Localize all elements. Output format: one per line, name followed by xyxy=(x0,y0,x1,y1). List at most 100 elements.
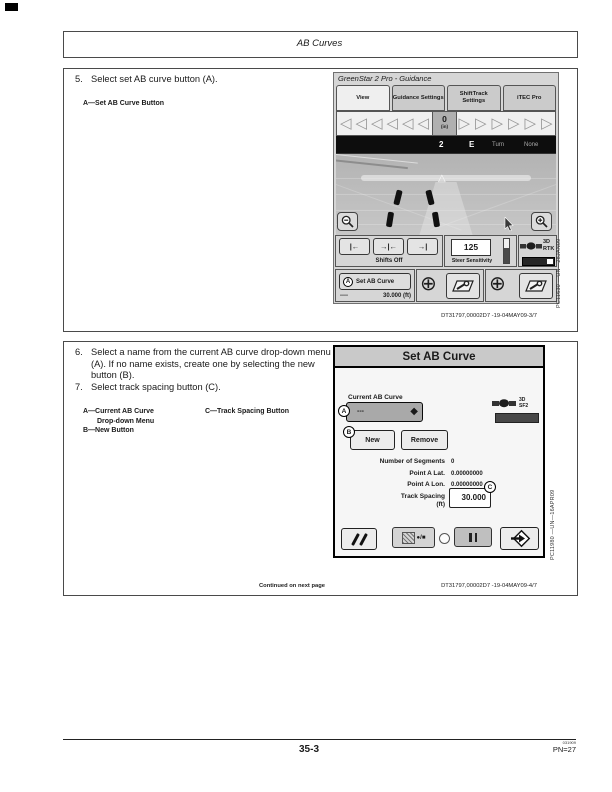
steer-sensitivity-slider[interactable] xyxy=(503,238,510,264)
grid-line xyxy=(336,194,556,195)
pause-icon xyxy=(474,532,477,542)
continued-note: Continued on next page xyxy=(258,583,326,589)
zoom-in-button[interactable] xyxy=(531,212,552,231)
parallel-curves-icon xyxy=(358,532,368,546)
coverage-hatch-icon xyxy=(401,531,415,544)
point-a-lon-label: Point A Lon. xyxy=(407,481,445,488)
lightbar-left-chevrons: ◁ ◁ ◁ ◁ ◁ ◁ xyxy=(338,112,431,135)
callout-a-badge: A xyxy=(338,405,350,417)
dialog-title: Set AB Curve xyxy=(335,347,543,368)
chevron-right-icon: ▷ xyxy=(458,115,471,132)
chevron-right-icon: ▷ xyxy=(507,115,520,132)
step-6-number: 6. xyxy=(75,347,83,357)
track-spacing-unit: (ft) xyxy=(436,501,445,508)
magnifier-minus-icon xyxy=(341,215,354,228)
point-a-lon-value: 0.00000000 xyxy=(451,481,483,488)
step-6-text: Select a name from the current AB curve … xyxy=(91,347,331,381)
mouse-cursor-icon xyxy=(504,216,514,237)
chevron-left-icon: ◁ xyxy=(386,115,399,132)
figure-caption: DT31797,00002D7 -19-04MAY09-4/7 xyxy=(441,583,537,589)
tab-guidance-settings[interactable]: Guidance Settings xyxy=(391,85,445,111)
gps-signal-bar xyxy=(522,257,555,266)
grid-line xyxy=(336,224,556,225)
status-bar: 2 E Turn None xyxy=(336,136,556,153)
pn-number: PN=27 xyxy=(552,745,576,754)
mapping-setup-button[interactable] xyxy=(446,273,480,299)
grid-line xyxy=(336,210,556,211)
guidance-3d-view: △ xyxy=(336,153,556,235)
status-track-number: 2 xyxy=(439,140,444,149)
marker-group-2: ⊕ xyxy=(485,269,557,302)
chevron-right-icon: ▷ xyxy=(491,115,504,132)
tab-shifttrack-settings[interactable]: ShiftTrack Settings xyxy=(447,85,501,111)
legend-a-set-ab-curve: A—Set AB Curve Button xyxy=(83,100,165,107)
gps-signal-bar xyxy=(495,413,539,423)
chevron-right-icon: ▷ xyxy=(540,115,553,132)
map-wrench-icon xyxy=(525,280,547,292)
steer-sensitivity-label: Steer Sensitivity xyxy=(451,258,493,264)
vehicle-triangle-icon: △ xyxy=(438,173,446,184)
shift-left-button[interactable]: |← xyxy=(339,238,370,255)
horizon-band xyxy=(361,175,531,181)
tab-bar: View Guidance Settings ShiftTrack Settin… xyxy=(336,85,556,111)
lightbar-offset-box: 0 (in) xyxy=(432,112,457,135)
tab-itec-pro[interactable]: iTEC Pro xyxy=(502,85,556,111)
mapping-setup-button[interactable] xyxy=(519,273,553,299)
chevron-right-icon: ▷ xyxy=(524,115,537,132)
callout-c-badge: C xyxy=(484,481,496,493)
figure-caption: DT31797,00002D7 -19-04MAY09-3/7 xyxy=(441,313,537,319)
steer-sensitivity-value[interactable]: 125 xyxy=(451,239,491,256)
callout-b-badge: B xyxy=(343,426,355,438)
footer-rule xyxy=(63,739,576,740)
legend-c: C—Track Spacing Button xyxy=(205,408,290,415)
shift-right-button[interactable]: →| xyxy=(407,238,438,255)
print-code: 031909 xyxy=(562,740,576,745)
dropdown-value: --- xyxy=(357,408,364,415)
record-button[interactable]: ●/■ xyxy=(392,527,435,548)
greenstar-guidance-screenshot: GreenStar 2 Pro - Guidance View Guidance… xyxy=(333,72,559,304)
point-a-lat-value: 0.00000000 xyxy=(451,470,483,477)
track-spacing-button[interactable]: 30.000 xyxy=(449,488,491,508)
chevron-right-icon: ▷ xyxy=(474,115,487,132)
remove-button[interactable]: Remove xyxy=(401,430,448,450)
status-heading: E xyxy=(469,140,475,149)
page-number: 35-3 xyxy=(298,744,319,755)
step-5-text: Select set AB curve button (A). xyxy=(91,74,218,84)
enter-diamond-icon xyxy=(510,529,530,548)
figure-id-vertical: PC11980 —UN—16APR09 xyxy=(550,489,556,560)
set-ab-curve-screenshot: Set AB Curve Current AB Curve --- ◆ A Ne… xyxy=(333,345,545,558)
legend-a-line1: A—Current AB Curve xyxy=(83,408,154,415)
segments-label: Number of Segments xyxy=(379,458,445,465)
tab-view[interactable]: View xyxy=(336,85,390,111)
window-title: GreenStar 2 Pro - Guidance xyxy=(338,74,432,83)
curve-path-dash xyxy=(393,189,403,206)
current-ab-curve-dropdown[interactable]: --- ◆ xyxy=(346,402,423,422)
zoom-out-button[interactable] xyxy=(337,212,358,231)
gps-mode-3d: 3D xyxy=(519,397,526,403)
gps-signal-group: 3D RTK xyxy=(518,235,557,267)
steer-sensitivity-group: 125 Steer Sensitivity xyxy=(444,235,517,267)
page-title: AB Curves xyxy=(296,38,343,49)
chevron-left-icon: ◁ xyxy=(370,115,383,132)
new-button[interactable]: New xyxy=(350,430,395,450)
track-spacing-label: Track Spacing xyxy=(400,493,445,500)
marker-group-1: ⊕ xyxy=(416,269,484,302)
ab-curve-mode-button[interactable] xyxy=(341,528,377,550)
print-registration-mark xyxy=(5,3,18,11)
accept-button[interactable] xyxy=(500,527,539,550)
pause-icon xyxy=(469,532,472,542)
section-1-frame xyxy=(63,68,578,332)
lightbar: ◁ ◁ ◁ ◁ ◁ ◁ 0 (in) ▷ ▷ ▷ ▷ ▷ ▷ xyxy=(336,111,556,136)
pause-button[interactable] xyxy=(454,527,492,547)
shifts-status-label: Shifts Off xyxy=(375,258,403,264)
lightbar-offset-value: 0 xyxy=(442,114,447,124)
lightbar-right-chevrons: ▷ ▷ ▷ ▷ ▷ ▷ xyxy=(456,112,555,135)
gps-mode-3d: 3D xyxy=(543,239,551,245)
shift-center-button[interactable]: →|← xyxy=(373,238,404,255)
step-5-number: 5. xyxy=(75,74,83,84)
set-ab-curve-group: A Set AB Curve ---- 30.000 (ft) xyxy=(335,269,415,302)
set-ab-curve-button[interactable]: A Set AB Curve xyxy=(339,273,411,290)
parallel-curves-icon xyxy=(350,532,360,546)
satellite-icon xyxy=(492,397,516,415)
